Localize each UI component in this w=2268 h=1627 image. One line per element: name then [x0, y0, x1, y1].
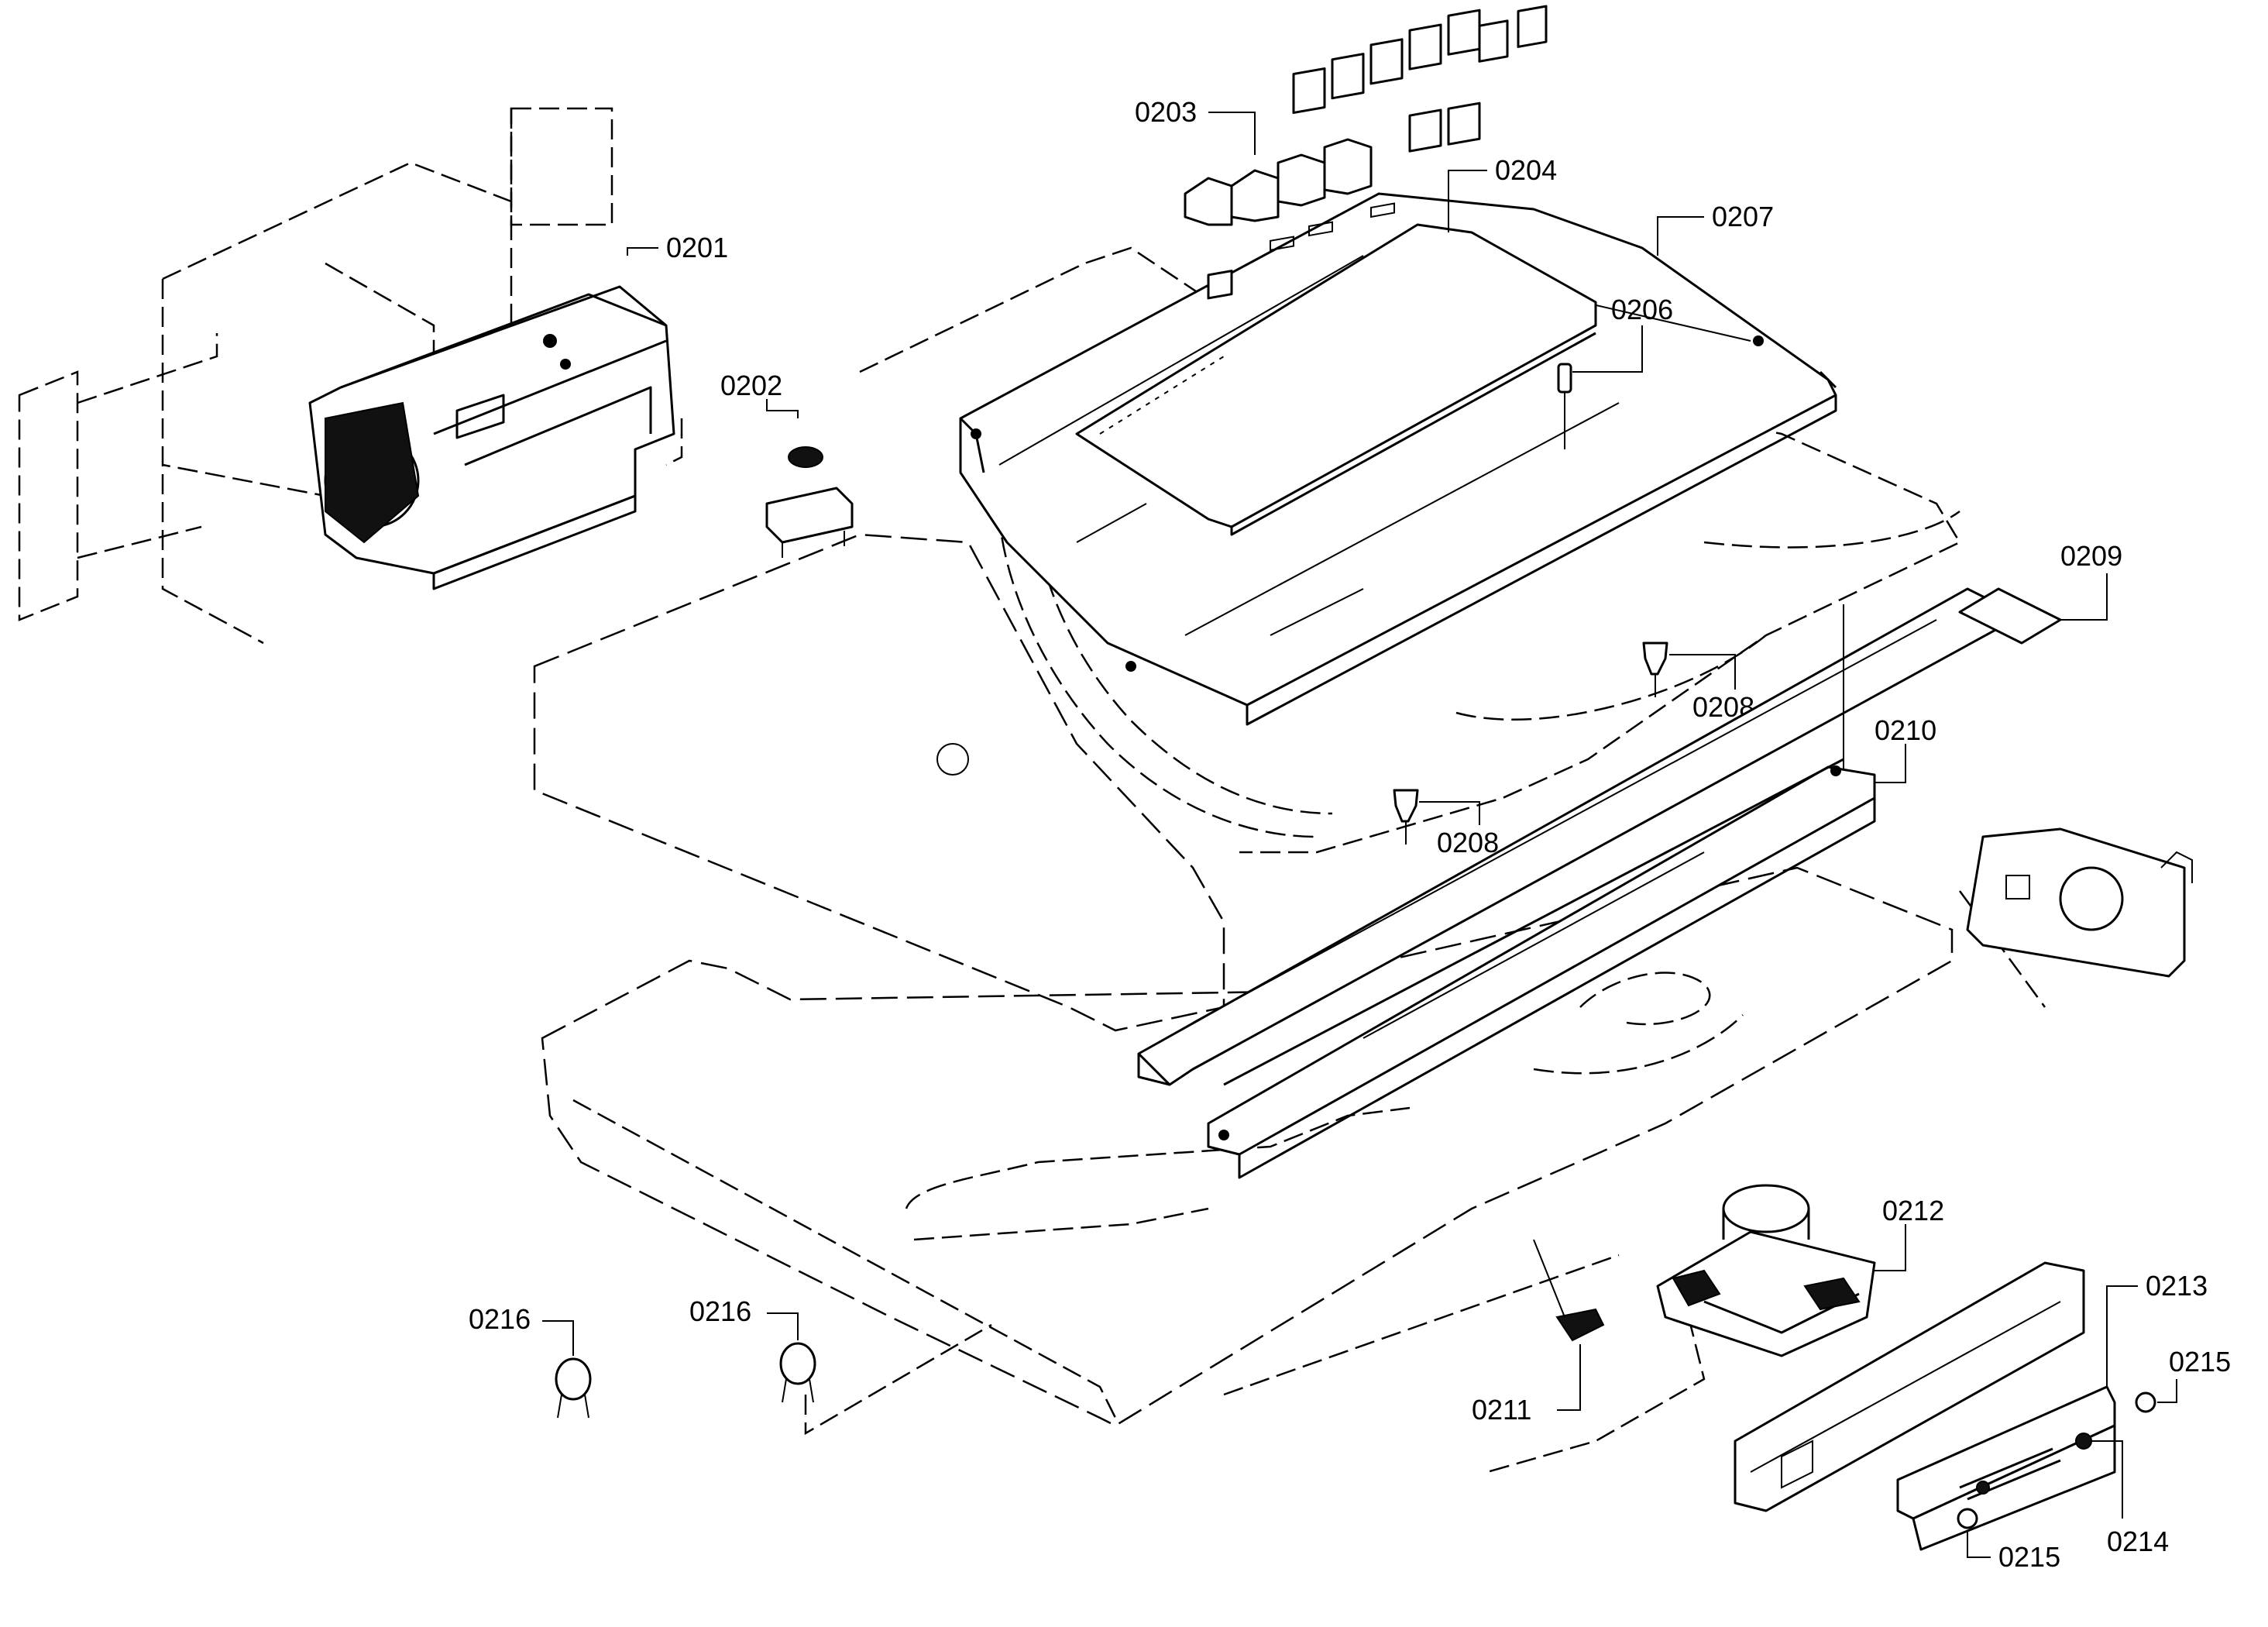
label-0203: 0203 — [1135, 96, 1197, 128]
cooking-base-tray — [541, 866, 2046, 1474]
part-0209-top-rail — [1137, 587, 2062, 1086]
label-0201: 0201 — [666, 232, 728, 263]
label-0206: 0206 — [1611, 294, 1673, 325]
label-0215-upper: 0215 — [2169, 1346, 2231, 1378]
label-0207: 0207 — [1712, 201, 1774, 232]
part-0210-lower-rail — [1207, 758, 1876, 1179]
part-0215-lower-screw — [1957, 1508, 1978, 1529]
label-0210: 0210 — [1875, 714, 1936, 746]
part-0204-control-board — [1075, 5, 1597, 536]
oven-floor-panel — [533, 246, 1961, 1032]
part-0211-high-limit — [1533, 1239, 1605, 1342]
label-0212: 0212 — [1882, 1195, 1944, 1226]
part-0216-left-foot — [555, 1357, 592, 1419]
label-0208-lower: 0208 — [1437, 827, 1499, 858]
side-bracket — [1734, 1261, 2085, 1512]
label-0216-right: 0216 — [689, 1295, 751, 1327]
part-0216-right-foot — [779, 1323, 992, 1436]
part-0201-fan-assembly — [308, 285, 675, 590]
fan-cover-plate — [1966, 827, 2193, 978]
label-0216-left: 0216 — [469, 1303, 531, 1335]
label-0215-lower: 0215 — [1998, 1541, 2060, 1573]
part-0212-motor-assembly — [1656, 1184, 1876, 1357]
part-0208-upper-fastener — [1642, 642, 1668, 697]
label-0211: 0211 — [1472, 1394, 1531, 1426]
label-0209: 0209 — [2060, 540, 2122, 572]
part-0202-sensor — [765, 446, 854, 558]
part-0206-standoff — [1557, 363, 1572, 449]
part-0203-connector-clips — [1184, 138, 1373, 226]
part-0207-mount-plate — [959, 192, 1837, 726]
label-0214: 0214 — [2107, 1526, 2169, 1557]
part-0208-lower-fastener — [1393, 789, 1419, 844]
part-0215-upper-screw — [2135, 1391, 2156, 1413]
label-0202: 0202 — [720, 370, 782, 401]
label-0204: 0204 — [1495, 154, 1557, 186]
label-0213: 0213 — [2146, 1270, 2208, 1302]
